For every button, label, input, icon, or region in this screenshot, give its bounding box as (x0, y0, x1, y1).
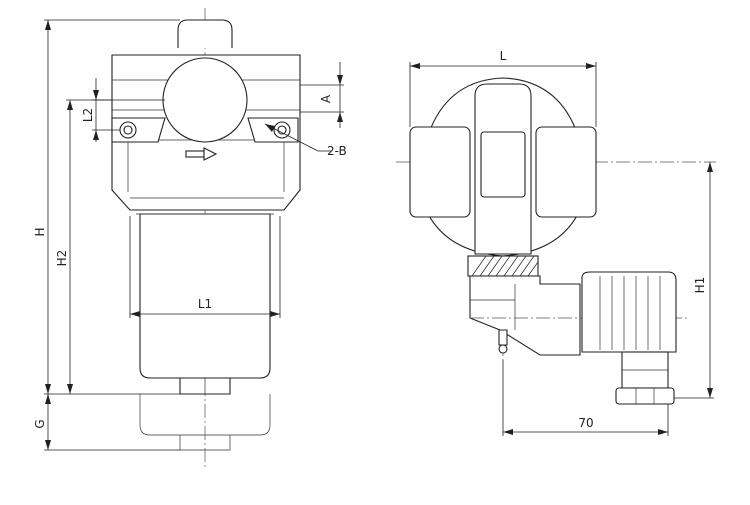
label-l1: L1 (198, 297, 212, 311)
label-h: H (33, 227, 47, 236)
sensor-pin-head (498, 344, 508, 354)
sensor-pin (498, 329, 508, 346)
label-2-b: 2-B (327, 144, 347, 158)
dimension-a: A (300, 62, 344, 128)
front-view: H H2 L2 A (33, 8, 347, 470)
mount-hole-right-inner (277, 125, 287, 135)
connector-housing (581, 271, 677, 353)
mount-hole-left-inner (123, 125, 133, 135)
label-a: A (319, 94, 333, 103)
dimension-l2: L2 (81, 78, 120, 142)
label-l2: L2 (81, 108, 95, 122)
flow-arrow-icon (185, 147, 218, 161)
bowl-removal-outline (139, 394, 271, 436)
leader-2-b: 2-B (264, 123, 347, 158)
sensor-body (469, 275, 581, 356)
side-port-right (535, 126, 597, 218)
label-l: L (500, 49, 507, 63)
side-center-window (480, 131, 526, 198)
dimension-h: H (33, 19, 180, 395)
label-h2: H2 (55, 250, 69, 267)
label-g: G (33, 419, 47, 428)
dimension-g: G (33, 394, 180, 451)
connector-ribs (599, 276, 661, 350)
mount-hole-right (273, 121, 291, 139)
drain-removal-outline (179, 435, 231, 451)
dimension-l: L (409, 49, 597, 127)
mount-hole-left (119, 121, 137, 139)
side-adapter-hatch (471, 255, 539, 277)
filter-bowl (139, 213, 271, 379)
side-view: L H1 70 (396, 49, 716, 436)
label-70: 70 (578, 416, 593, 430)
round-port (162, 57, 248, 143)
cable-gland-nut (615, 387, 675, 405)
side-port-left (409, 126, 471, 218)
top-port-boss (177, 19, 233, 48)
dimension-h1: H1 (674, 162, 714, 399)
dimension-h2: H2 (55, 99, 165, 394)
label-h1: H1 (693, 277, 707, 294)
dimension-l1: L1 (129, 216, 281, 318)
dimension-70: 70 (502, 360, 669, 436)
